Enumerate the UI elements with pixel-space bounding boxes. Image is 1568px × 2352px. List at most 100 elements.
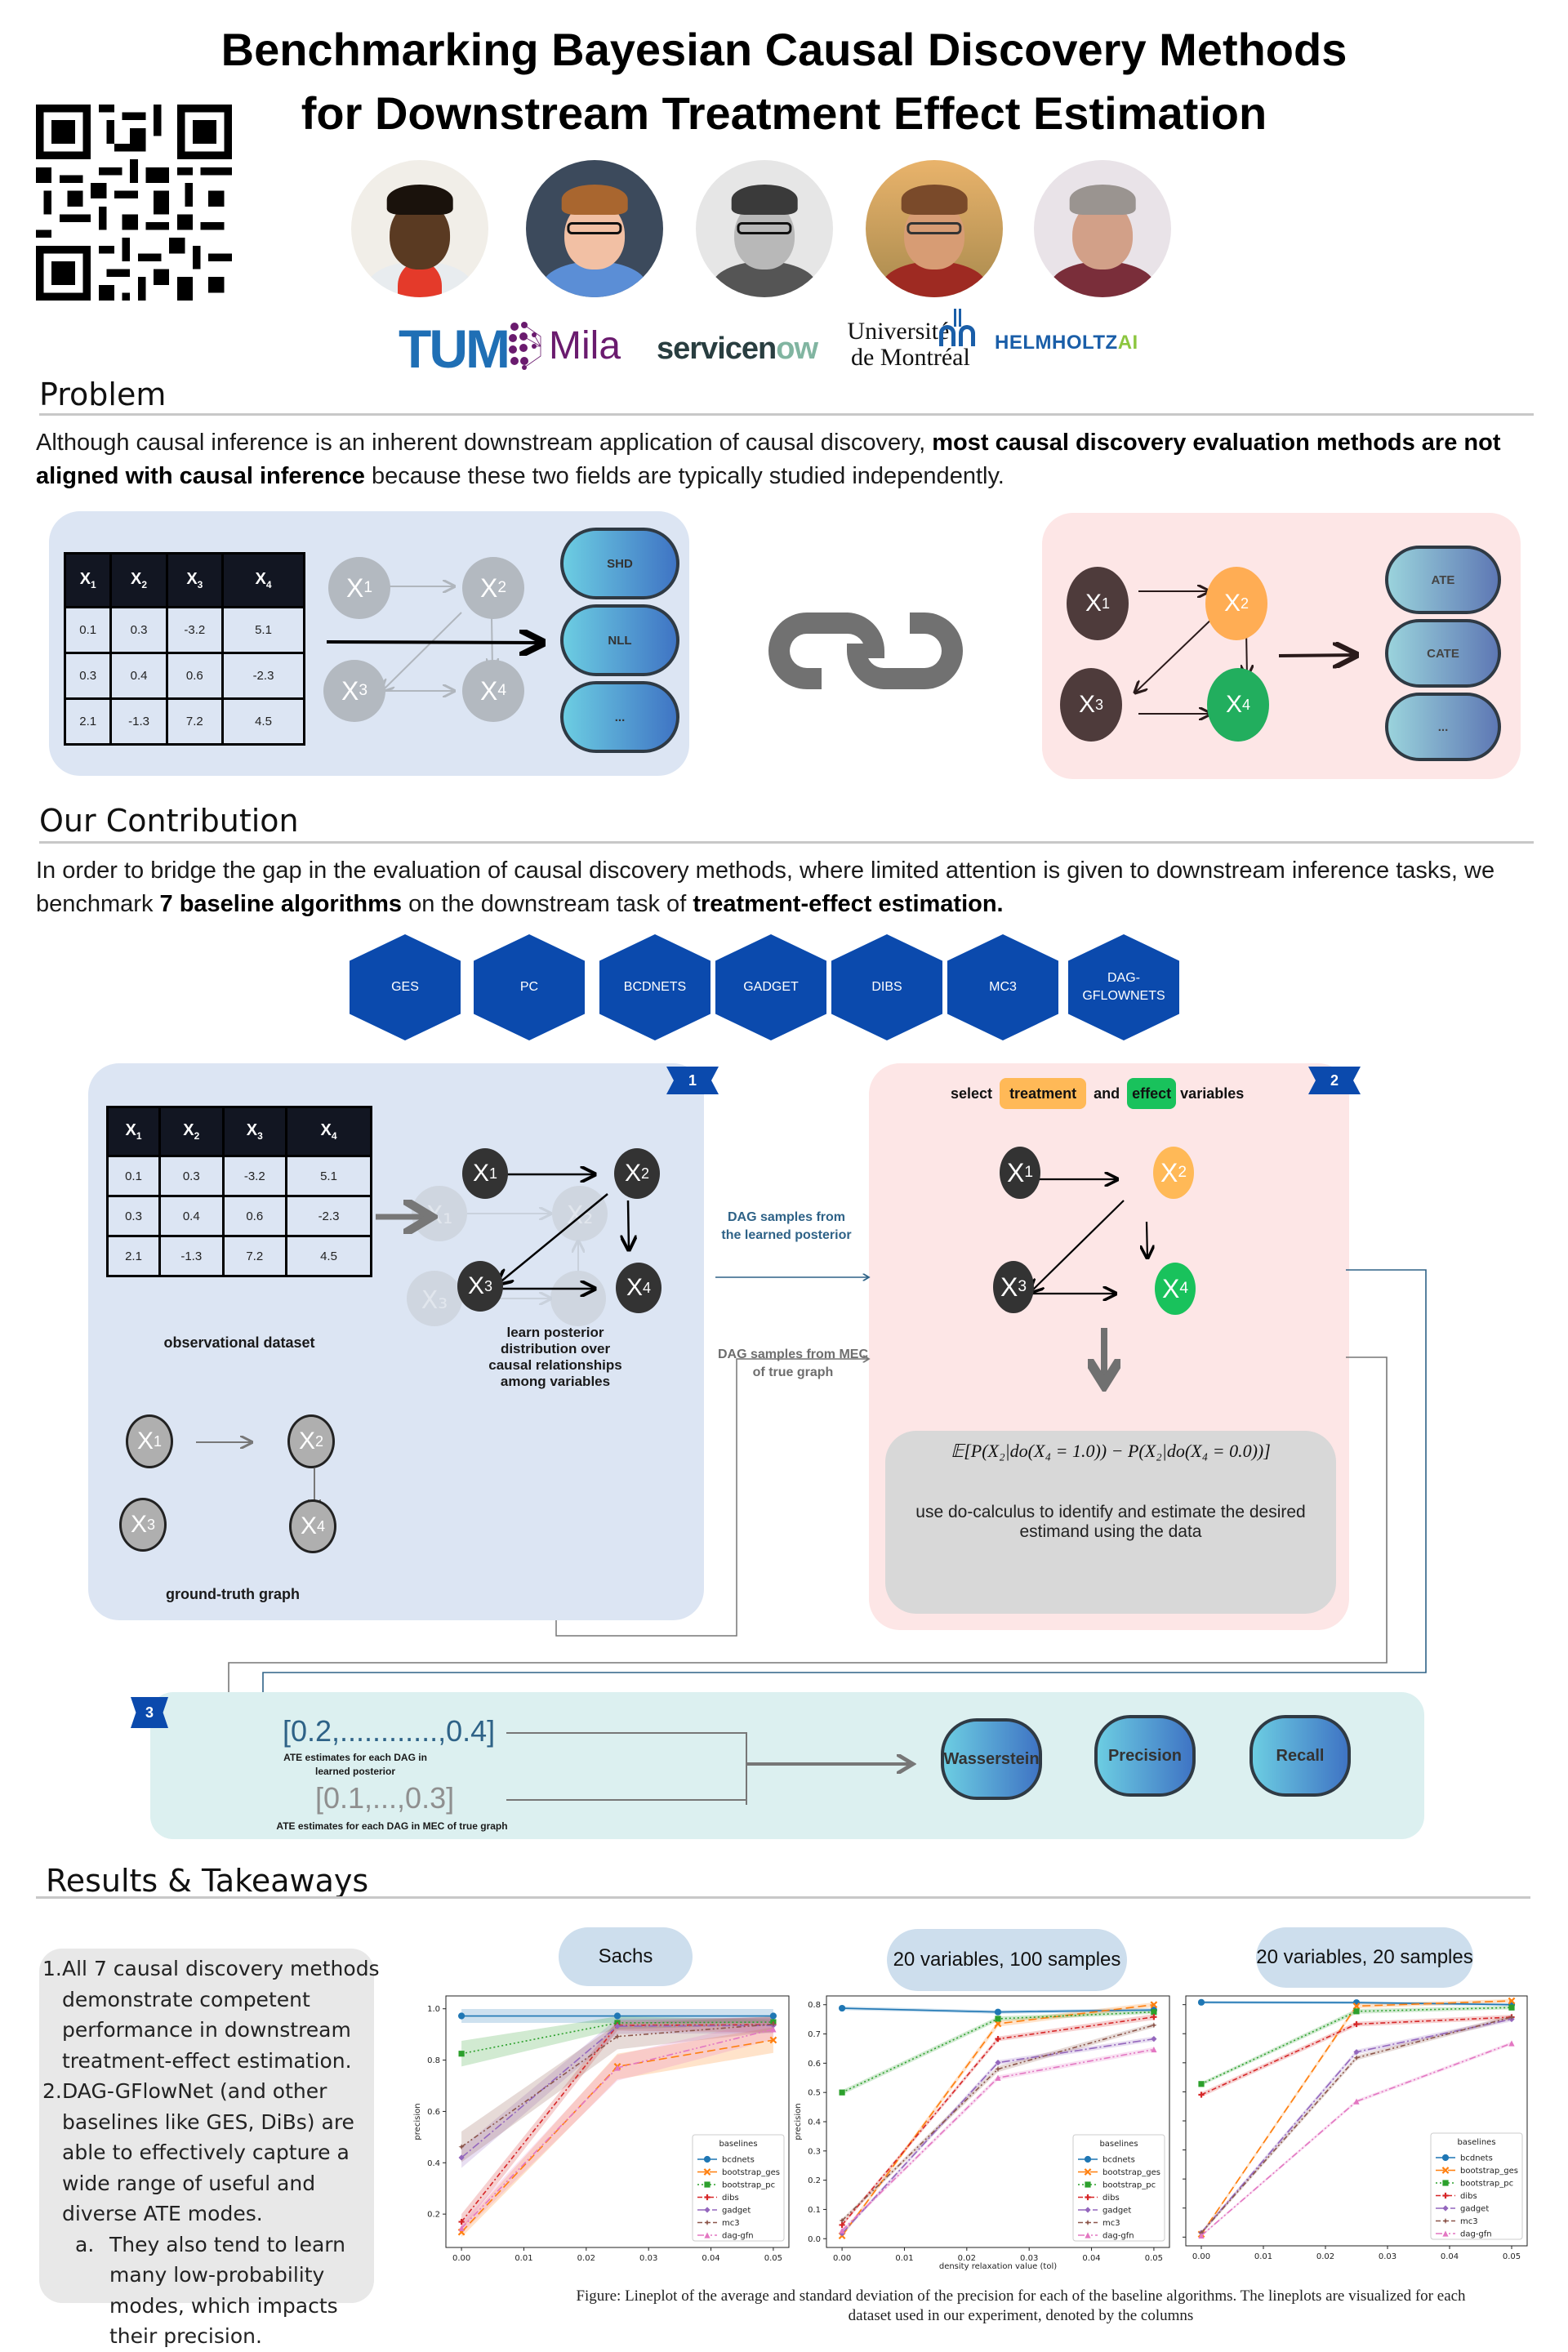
contribution-divider xyxy=(39,841,1534,844)
takeaways-box xyxy=(39,1949,374,2303)
x-tick-label: 0.01 xyxy=(1254,2252,1272,2261)
author-photo-2 xyxy=(526,160,663,297)
point-gadget xyxy=(1151,2036,1157,2042)
problem-text-post: because these two fields are typically s… xyxy=(364,463,1004,489)
table-cell: 4.5 xyxy=(221,697,305,746)
y-tick-label: 1.0 xyxy=(427,2005,440,2014)
contribution-text-bold-1: 7 baseline algorithms xyxy=(159,891,403,917)
table-cell: -3.2 xyxy=(221,1155,288,1197)
table-cell: -3.2 xyxy=(165,606,225,654)
algorithm-pc: PC xyxy=(474,934,585,1040)
algorithm-dibs: DIBS xyxy=(831,934,942,1040)
legend: baselinesbcdnetsbootstrap_gesbootstrap_p… xyxy=(692,2134,785,2242)
y-tick-label: 0.2 xyxy=(427,2211,440,2220)
table-cell: 0.3 xyxy=(109,606,168,654)
point-dag-gfn xyxy=(839,2227,845,2234)
y-tick-label: 0.4 xyxy=(427,2159,440,2168)
point-dag-gfn xyxy=(1353,2098,1360,2105)
step2-graph-edges xyxy=(1026,1119,1266,1396)
mec-ate-label: ATE estimates for each DAG in MEC of tru… xyxy=(276,1820,508,1832)
point-dibs xyxy=(995,2036,1001,2042)
legend-marker-bcdnets xyxy=(703,2155,711,2163)
point-bootstrap_ges xyxy=(994,2020,1002,2028)
y-tick-label: 0.4 xyxy=(808,2118,821,2127)
legend-marker-mc3 xyxy=(704,2219,710,2226)
point-mc3 xyxy=(1151,2022,1157,2029)
contribution-text-pre: In order to bridge the gap in the evalua… xyxy=(36,858,1495,917)
table-header: X4 xyxy=(285,1106,372,1157)
legend-marker-bcdnets xyxy=(1084,2155,1092,2163)
point-mc3 xyxy=(458,2144,465,2150)
point-dibs xyxy=(1353,2020,1360,2028)
x-tick-label: 0.00 xyxy=(452,2254,470,2263)
faded-node-label: X₃ xyxy=(421,1286,448,1315)
x-tick-label: 0.03 xyxy=(1379,2252,1396,2261)
effect-chip: effect xyxy=(1127,1078,1177,1109)
legend-label-mc3: mc3 xyxy=(1460,2217,1478,2226)
point-bootstrap_pc xyxy=(458,2051,465,2057)
x-tick-label: 0.04 xyxy=(1082,2254,1100,2263)
x-tick-label: 0.00 xyxy=(1192,2252,1210,2261)
y-axis-label: precision xyxy=(413,2103,422,2140)
table-header: X2 xyxy=(158,1106,225,1157)
udem-mark-icon xyxy=(939,309,975,346)
x-tick-label: 0.05 xyxy=(1145,2254,1163,2263)
band-dag-gfn xyxy=(461,2019,773,2234)
table-cell: -1.3 xyxy=(158,1235,225,1277)
point-dag-gfn xyxy=(1198,2232,1205,2239)
table-cell: 7.2 xyxy=(221,1235,288,1277)
author-photo-1 xyxy=(351,160,488,297)
step2-badge: 2 xyxy=(1308,1067,1361,1094)
legend-title: baselines xyxy=(1099,2140,1138,2149)
table-cell: 0.3 xyxy=(158,1155,225,1197)
legend-label-bcdnets: bcdnets xyxy=(722,2156,755,2165)
x-tick-label: 0.02 xyxy=(577,2254,595,2263)
point-dibs xyxy=(1198,2091,1205,2098)
problem-text: Although causal inference is an inherent… xyxy=(36,426,1539,493)
author-photo-4 xyxy=(866,160,1003,297)
legend-marker-dibs xyxy=(704,2194,710,2201)
contribution-text-mid: on the downstream task of xyxy=(402,891,693,917)
contribution-text-bold-2: treatment-effect estimation. xyxy=(693,891,1004,917)
qr-code-icon[interactable] xyxy=(36,105,232,301)
legend-marker-gadget xyxy=(1085,2207,1091,2213)
legend-label-bcdnets: bcdnets xyxy=(1102,2156,1135,2165)
table-header: X1 xyxy=(105,1106,162,1157)
line-dibs xyxy=(461,2024,773,2223)
metric-more: ... xyxy=(1385,693,1501,761)
point-bcdnets xyxy=(838,2004,846,2012)
point-bootstrap_ges xyxy=(1508,1997,1516,2005)
point-mc3 xyxy=(770,2020,777,2028)
step3-merge-arrows xyxy=(506,1732,931,1805)
mec-ate-values: [0.1,...,0.3] xyxy=(315,1781,455,1815)
table-cell: 0.6 xyxy=(221,1195,288,1237)
table-cell: -2.3 xyxy=(221,652,305,700)
learned-ate-values: [0.2,............,0.4] xyxy=(283,1714,496,1748)
x-tick-label: 0.05 xyxy=(1503,2252,1521,2261)
point-mc3 xyxy=(839,2217,845,2224)
select-text: select xyxy=(951,1085,993,1102)
legend-marker-mc3 xyxy=(1442,2217,1449,2225)
legend-box xyxy=(692,2134,785,2242)
point-dag-gfn xyxy=(770,2026,777,2033)
point-dag-gfn xyxy=(458,2225,465,2232)
legend-marker-bootstrap_ges xyxy=(1441,2167,1450,2174)
legend-label-dag-gfn: dag-gfn xyxy=(722,2232,754,2241)
chart-title-sachs: Sachs xyxy=(559,1927,693,1986)
servicenow-text: servicen xyxy=(657,332,777,366)
band-mc3 xyxy=(461,2016,773,2163)
legend-marker-gadget xyxy=(704,2207,710,2213)
udem-line-2: de Montréal xyxy=(851,344,970,371)
takeaway-text: All 7 causal discovery methods demonstra… xyxy=(62,1957,380,2073)
